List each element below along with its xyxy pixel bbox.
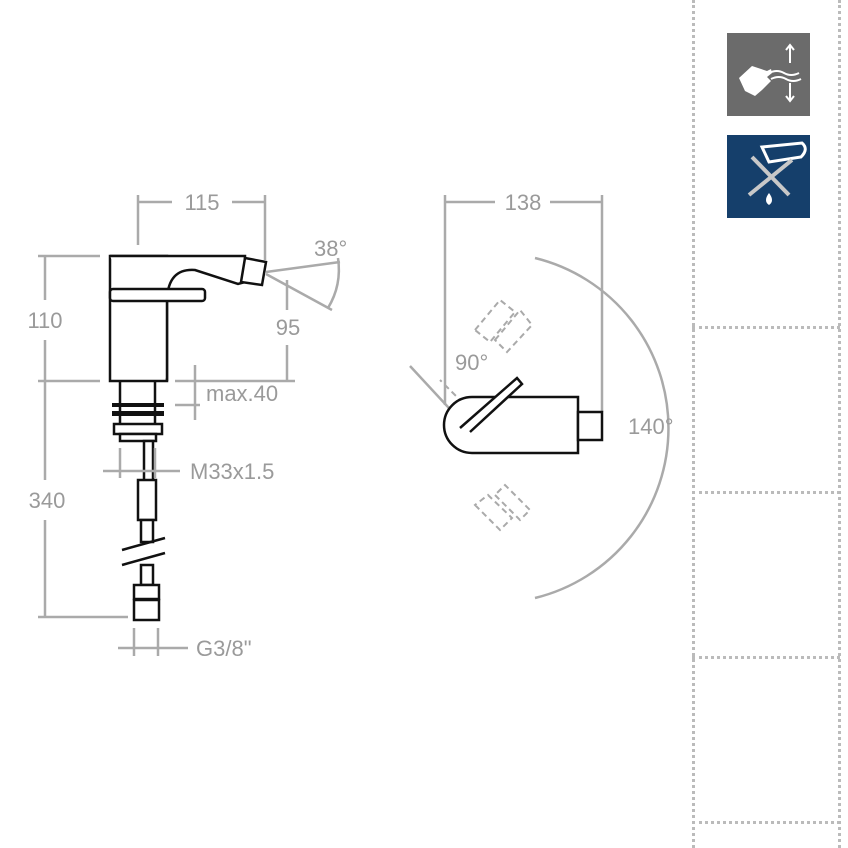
panel-divider <box>692 821 840 824</box>
side-view: 115 110 340 max.40 <box>27 190 347 661</box>
thread-label: M33x1.5 <box>190 459 274 484</box>
panel-divider <box>692 491 840 494</box>
top-view: 138 140° 90° <box>409 190 674 600</box>
swivel-angle-label: 140° <box>628 414 674 439</box>
length-dimension-label: 138 <box>505 190 542 215</box>
width-dimension-label: 115 <box>184 190 219 215</box>
handle-angle-label: 90° <box>455 350 488 375</box>
panel-border <box>838 0 841 848</box>
panel-divider <box>692 326 840 329</box>
total-height-dimension-label: 340 <box>29 488 66 513</box>
spout-height-label: 95 <box>276 315 300 340</box>
spray-angle-label: 38° <box>314 236 347 261</box>
panel-divider <box>692 656 840 659</box>
no-cleaning-agents-icon <box>727 135 810 218</box>
connection-label: G3/8" <box>196 636 252 661</box>
hand-wave-sensor-icon <box>727 33 810 116</box>
deck-thickness-label: max.40 <box>206 381 278 406</box>
panel-divider <box>692 0 695 848</box>
height-dimension-label: 110 <box>27 308 62 333</box>
